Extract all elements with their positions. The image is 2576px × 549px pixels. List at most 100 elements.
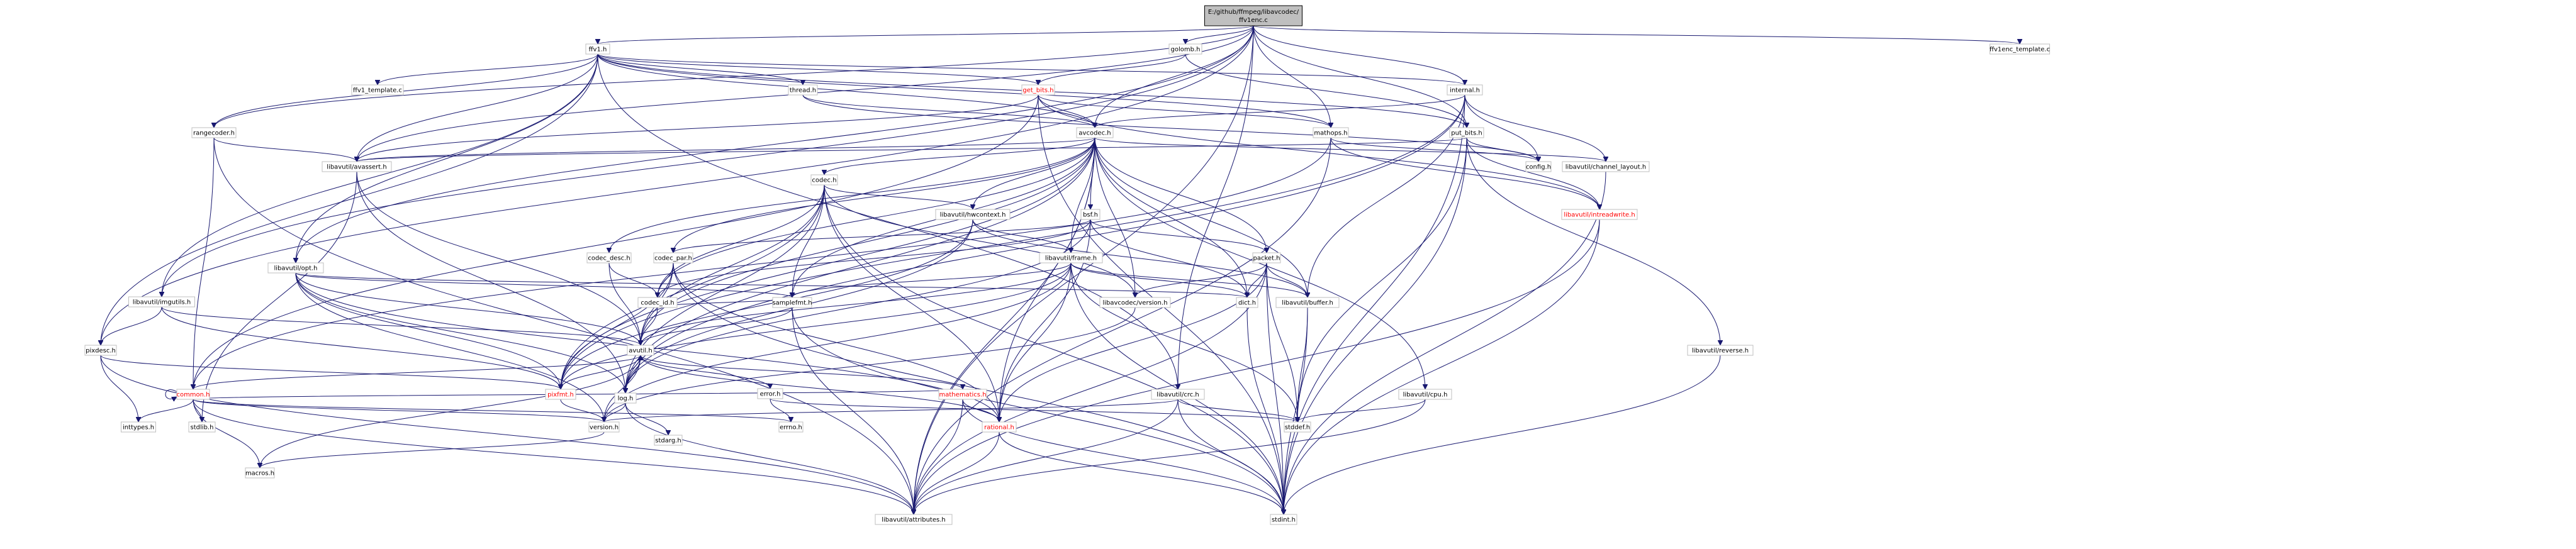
- node-internal[interactable]: internal.h: [1447, 84, 1483, 96]
- edge-mathops-to-configh: [1330, 137, 1538, 162]
- edge-bufferh-to-stddef: [1297, 307, 1308, 422]
- node-logh[interactable]: log.h: [614, 392, 637, 404]
- edge-codech-to-lavcver: [824, 184, 1135, 297]
- node-pixdesc[interactable]: pixdesc.h: [84, 345, 117, 356]
- node-stdlib[interactable]: stdlib.h: [188, 421, 216, 433]
- node-intread[interactable]: libavutil/intreadwrite.h: [1561, 209, 1638, 220]
- node-stddef[interactable]: stddef.h: [1284, 421, 1311, 433]
- node-label-bufferh: libavutil/buffer.h: [1282, 300, 1333, 307]
- node-root[interactable]: E:/github/ffmpeg/libavcodec/ffv1enc.c: [1204, 5, 1302, 26]
- node-label-mathops: mathops.h: [1314, 130, 1347, 137]
- node-box-avassert: [322, 161, 392, 172]
- node-versionh[interactable]: version.h: [588, 421, 620, 433]
- node-hwcontext[interactable]: libavutil/hwcontext.h: [935, 209, 1011, 220]
- edge-packeth-to-stdint: [1266, 262, 1284, 514]
- node-cpuh[interactable]: libavutil/cpu.h: [1398, 389, 1452, 400]
- edge-frameh-to-samplefmt: [792, 262, 1072, 298]
- edge-avassert-to-avutil: [356, 171, 641, 345]
- edge-avassert-to-logh: [356, 171, 625, 393]
- node-label-mathem: mathematics.h: [939, 392, 986, 399]
- node-label-threadh: thread.h: [790, 87, 816, 94]
- edge-common-to-errno: [193, 399, 791, 423]
- node-packeth[interactable]: packet.h: [1252, 252, 1281, 263]
- node-errorh[interactable]: error.h: [757, 388, 783, 399]
- node-chlayout[interactable]: libavutil/channel_layout.h: [1562, 161, 1650, 172]
- edge-internal-to-pixfmt: [561, 94, 1465, 389]
- node-avassert[interactable]: libavutil/avassert.h: [322, 161, 392, 172]
- node-ffv1tc[interactable]: ffv1_template.c: [351, 84, 404, 96]
- node-box-crch: [1151, 389, 1205, 400]
- node-ffv1h[interactable]: ffv1.h: [585, 43, 610, 55]
- node-rationalh[interactable]: rational.h: [982, 421, 1017, 433]
- node-golombh[interactable]: golomb.h: [1168, 43, 1202, 55]
- node-avutil[interactable]: avutil.h: [627, 345, 654, 356]
- node-avcodec[interactable]: avcodec.h: [1076, 127, 1114, 138]
- edge-getbits-to-avassert: [357, 94, 1039, 162]
- node-label-ffv1h: ffv1.h: [589, 47, 607, 53]
- edge-frameh-to-bufferh: [1070, 262, 1308, 298]
- edge-cpuh-to-attributes: [914, 399, 1426, 514]
- edge-avcodec-to-lavcver: [1094, 137, 1135, 297]
- node-macros[interactable]: macros.h: [245, 467, 275, 479]
- node-box-internal: [1447, 84, 1483, 96]
- node-lavcver[interactable]: libavcodec/version.h: [1099, 297, 1171, 308]
- edge-crch-to-stdint: [1177, 399, 1284, 514]
- node-label-getbits: get_bits.h: [1022, 87, 1053, 94]
- edge-avcodec-to-logh: [625, 137, 1095, 393]
- edge-optp-to-dicth: [295, 272, 1247, 298]
- node-bufferh[interactable]: libavutil/buffer.h: [1275, 297, 1340, 308]
- edge-intread-to-attributes: [914, 219, 1600, 514]
- edge-versionh-to-macros: [260, 431, 605, 469]
- node-configh[interactable]: config.h: [1525, 161, 1552, 172]
- node-common[interactable]: common.h: [176, 389, 210, 400]
- node-reverse[interactable]: libavutil/reverse.h: [1687, 345, 1754, 356]
- node-box-reverse: [1687, 345, 1754, 356]
- node-attributes[interactable]: libavutil/attributes.h: [875, 514, 953, 525]
- node-stdint[interactable]: stdint.h: [1270, 514, 1297, 525]
- edge-bsfh-to-codecid: [658, 219, 1091, 297]
- edge-packeth-to-dicth: [1247, 262, 1267, 297]
- node-bsfh[interactable]: bsf.h: [1080, 209, 1100, 220]
- node-errno[interactable]: errno.h: [778, 421, 804, 433]
- node-dicth[interactable]: dict.h: [1236, 297, 1258, 308]
- edge-mathem-to-stdint: [962, 399, 1284, 514]
- node-frameh[interactable]: libavutil/frame.h: [1039, 252, 1103, 263]
- node-pixfmt[interactable]: pixfmt.h: [545, 389, 576, 400]
- node-samplefmt[interactable]: samplefmt.h: [772, 297, 812, 308]
- node-putbits[interactable]: put_bits.h: [1449, 127, 1484, 138]
- node-optp[interactable]: libavutil/opt.h: [267, 262, 324, 274]
- node-label-errorh: error.h: [760, 391, 781, 398]
- node-label-macros: macros.h: [245, 470, 274, 477]
- node-codecpar[interactable]: codec_par.h: [653, 252, 693, 263]
- node-ffv1tpl[interactable]: ffv1enc_template.c: [1990, 43, 2050, 55]
- node-label-imgutils: libavutil/imgutils.h: [133, 299, 191, 306]
- node-rangecoder[interactable]: rangecoder.h: [191, 127, 237, 138]
- node-mathops[interactable]: mathops.h: [1313, 127, 1349, 138]
- node-codecdesc[interactable]: codec_desc.h: [586, 252, 632, 263]
- edge-packeth-to-stddef: [1266, 262, 1297, 422]
- edge-hwcontext-to-pixfmt: [561, 219, 973, 389]
- node-codech[interactable]: codec.h: [810, 174, 838, 186]
- node-box-optp: [267, 262, 324, 274]
- node-threadh[interactable]: thread.h: [788, 84, 818, 96]
- edge-ffv1h-to-mathops: [597, 53, 1331, 128]
- edge-frameh-to-avutil: [641, 262, 1072, 345]
- node-codecid[interactable]: codec_id.h: [637, 297, 678, 308]
- edge-frameh-to-pixfmt: [561, 262, 1072, 389]
- edge-packeth-to-rationalh: [999, 262, 1267, 422]
- node-box-inttypes: [121, 421, 156, 433]
- edge-codech-to-rationalh: [824, 184, 999, 422]
- node-getbits[interactable]: get_bits.h: [1021, 84, 1055, 96]
- edge-optp-to-pixfmt: [295, 272, 561, 389]
- node-inttypes[interactable]: inttypes.h: [121, 421, 156, 433]
- edge-crch-to-versionh: [604, 399, 1179, 423]
- node-box-configh: [1525, 161, 1552, 172]
- node-stdarg[interactable]: stdarg.h: [654, 435, 683, 446]
- node-mathem[interactable]: mathematics.h: [938, 389, 987, 400]
- node-crch[interactable]: libavutil/crc.h: [1151, 389, 1205, 400]
- edge-dicth-to-stdint: [1246, 307, 1284, 514]
- node-box-codecid: [637, 297, 678, 308]
- node-box-mathops: [1313, 127, 1349, 138]
- node-imgutils[interactable]: libavutil/imgutils.h: [128, 296, 195, 308]
